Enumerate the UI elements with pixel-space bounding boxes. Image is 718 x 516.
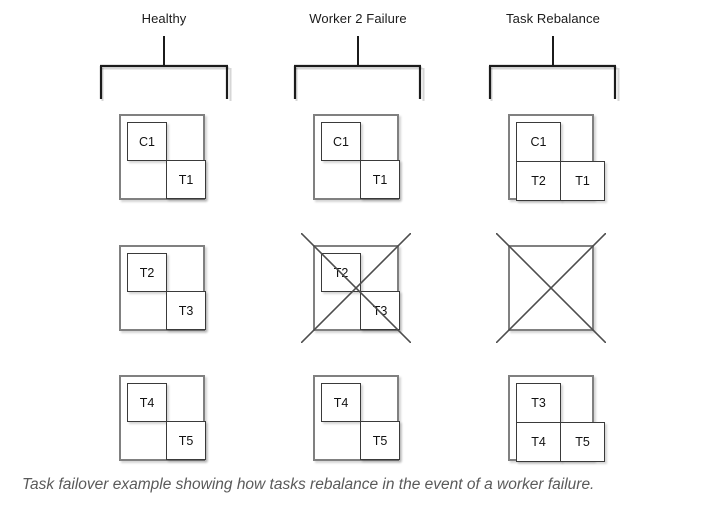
- column-bracket-task-rebalance: [488, 36, 620, 101]
- task-box-t4: T4: [127, 383, 167, 422]
- task-box-t2: T2: [321, 253, 361, 292]
- task-box-t4: T4: [321, 383, 361, 422]
- task-box-t1: T1: [166, 160, 206, 199]
- task-box-t4: T4: [516, 422, 561, 462]
- task-box-t5: T5: [360, 421, 400, 460]
- column-bracket-healthy: [99, 36, 232, 101]
- task-box-t5: T5: [560, 422, 605, 462]
- task-box-c1: C1: [321, 122, 361, 161]
- task-box-t3: T3: [166, 291, 206, 330]
- task-box-t3: T3: [360, 291, 400, 330]
- task-box-t1: T1: [360, 160, 400, 199]
- column-title-worker-2-failure: Worker 2 Failure: [309, 11, 407, 26]
- task-box-c1: C1: [127, 122, 167, 161]
- figure-caption: Task failover example showing how tasks …: [22, 476, 595, 493]
- task-box-t5: T5: [166, 421, 206, 460]
- task-box-t1: T1: [560, 161, 605, 201]
- task-box-t2: T2: [516, 161, 561, 201]
- worker-box-task-rebalance-worker-2: [508, 245, 594, 331]
- task-box-t3: T3: [516, 383, 561, 423]
- column-title-healthy: Healthy: [141, 11, 187, 26]
- column-title-task-rebalance: Task Rebalance: [506, 11, 600, 26]
- task-box-c1: C1: [516, 122, 561, 162]
- task-box-t2: T2: [127, 253, 167, 292]
- column-bracket-worker-2-failure: [293, 36, 425, 101]
